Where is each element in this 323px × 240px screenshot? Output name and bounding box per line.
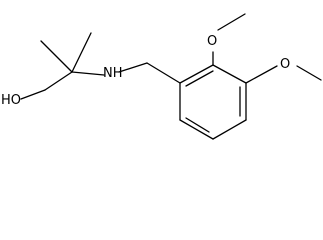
bond-benzyl-ch2-ring <box>146 62 181 84</box>
bond-ring-o-right <box>245 65 278 84</box>
bond-ch2-quaternary-c <box>44 71 73 91</box>
methoxy-oxygen-top-label: O <box>207 34 217 49</box>
bond-quaternary-c-nh <box>71 71 105 76</box>
ring-bond-c5-c6 <box>179 119 214 140</box>
benzene-ring <box>179 64 247 140</box>
bond-o-methyl-right <box>296 65 322 81</box>
bond-quaternary-c-methyl-left <box>40 40 73 73</box>
ring-bond-c1-c2 <box>179 64 214 84</box>
amine-label: NH <box>103 66 123 81</box>
chemical-structure-diagram: HO NH O O <box>1 13 322 140</box>
ring-double-bond-inner-c5-c6 <box>185 117 210 133</box>
bond-o-methyl-top <box>217 13 246 31</box>
methoxy-oxygen-right-label: O <box>280 57 290 72</box>
bond-quaternary-c-methyl-up <box>71 32 92 73</box>
bond-nh-benzyl-ch2 <box>118 62 148 73</box>
bond-ho-ch2 <box>20 89 46 100</box>
hydroxyl-label: HO <box>1 93 21 108</box>
ring-bond-c2-c3 <box>212 64 247 84</box>
ring-double-bond-inner-c1-c2 <box>185 70 214 87</box>
ring-bond-c4-c5 <box>212 119 247 140</box>
